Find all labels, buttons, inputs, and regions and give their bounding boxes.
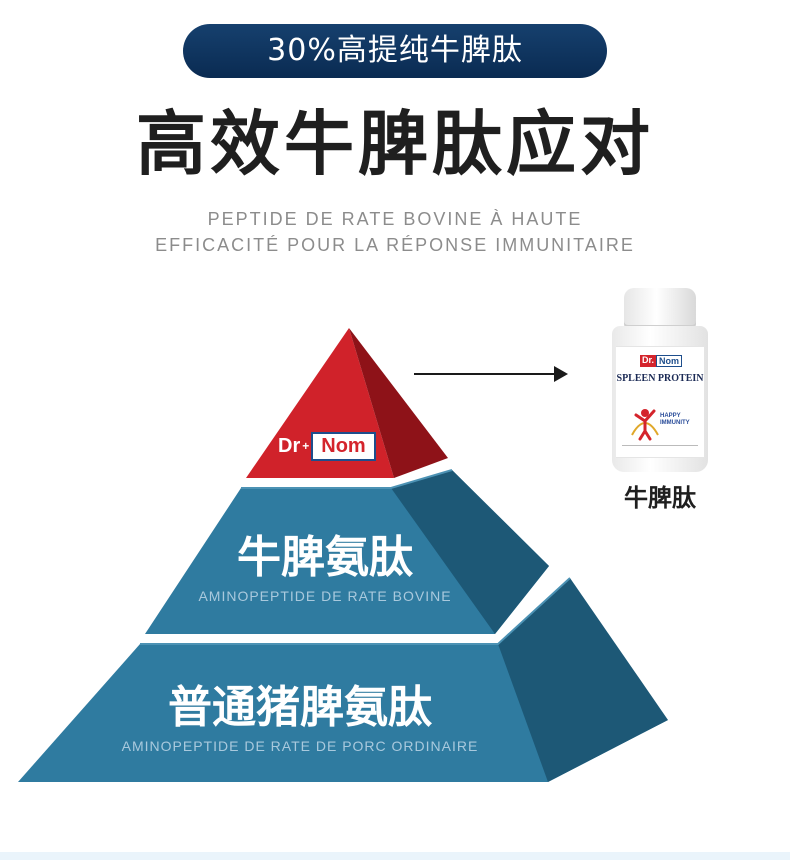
pyramid-middle-label: 牛脾氨肽 AMINOPEPTIDE DE RATE BOVINE <box>150 530 500 606</box>
page-title: 高效牛脾肽应对 <box>136 103 654 185</box>
bottle-label-divider <box>622 445 698 446</box>
arrow-line <box>414 373 554 375</box>
pyramid-bottom-label: 普通猪脾氨肽 AMINOPEPTIDE DE RATE DE PORC ORDI… <box>40 680 560 756</box>
brand-plus: + <box>302 439 310 453</box>
bottle-label: Dr. Nom SPLEEN PROTEIN HAPPY IMMUNITY <box>616 346 704 458</box>
subtitle-line-1: PEPTIDE DE RATE BOVINE À HAUTE <box>207 209 583 229</box>
product-caption: 牛脾肽 <box>624 484 696 512</box>
pyramid-bottom-side <box>498 578 668 782</box>
pyramid-middle-side <box>391 470 549 634</box>
bottle-brand-logo: Dr. Nom <box>640 355 683 367</box>
bottle-happy-immunity: HAPPY IMMUNITY <box>660 413 690 426</box>
arrow-right-icon <box>554 366 568 382</box>
subtitle-line-2: EFFICACITÉ POUR LA RÉPONSE IMMUNITAIRE <box>155 235 635 255</box>
pyramid-top-side <box>349 328 448 478</box>
header-badge: 30%高提纯牛脾肽 <box>183 24 607 78</box>
middle-tier-cn: 牛脾氨肽 <box>237 532 413 583</box>
bottle-product-name: SPLEEN PROTEIN <box>616 373 704 384</box>
happy-figure-icon <box>631 409 659 441</box>
bottom-tier-cn: 普通猪脾氨肽 <box>168 682 432 733</box>
bottom-tier-fr: AMINOPEPTIDE DE RATE DE PORC ORDINAIRE <box>121 738 479 754</box>
brand-dr: Dr <box>278 434 301 457</box>
pyramid-bottom-front <box>18 644 668 782</box>
brand-nom: Nom <box>311 431 376 461</box>
bottle-cap <box>624 288 696 328</box>
bottom-band <box>0 852 790 860</box>
pyramid-brand-logo: Dr + Nom <box>276 431 376 461</box>
page-subtitle: PEPTIDE DE RATE BOVINE À HAUTE EFFICACIT… <box>0 206 790 258</box>
middle-tier-fr: AMINOPEPTIDE DE RATE BOVINE <box>198 588 452 604</box>
product-bottle-image: Dr. Nom SPLEEN PROTEIN HAPPY IMMUNITY <box>612 288 708 472</box>
